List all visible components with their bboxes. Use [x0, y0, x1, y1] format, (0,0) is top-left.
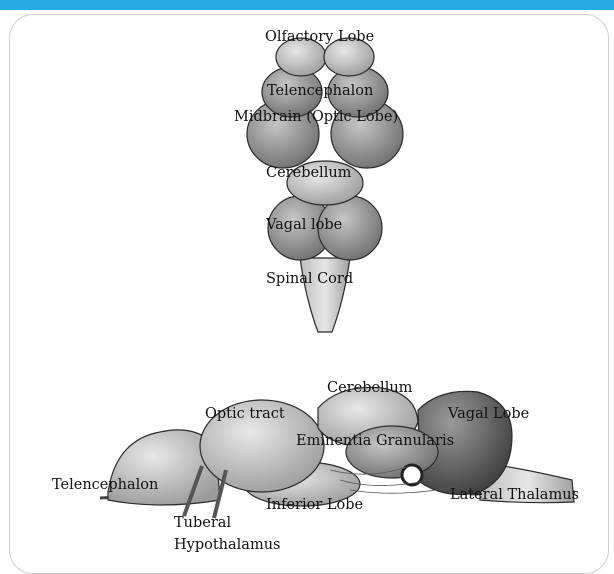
label-tuberal-line1: Tuberal [174, 516, 231, 531]
label-telencephalon-dorsal: Telencephalon [267, 84, 373, 99]
label-lateral-thalamus: Lateral Thalamus [450, 488, 579, 503]
label-vagal-lobe-lateral: Vagal Lobe [448, 407, 529, 422]
label-inferior-lobe: Inferior Lobe [266, 498, 363, 513]
label-spinal-cord: Spinal Cord [266, 272, 353, 287]
label-cerebellum-lateral: Cerebellum [327, 381, 412, 396]
label-cerebellum-dorsal: Cerebellum [266, 166, 351, 181]
label-telencephalon-lateral: Telencephalon [52, 478, 158, 493]
label-midbrain: Midbrain (Optic Lobe) [234, 110, 398, 125]
label-olfactory-lobe: Olfactory Lobe [265, 30, 374, 45]
dorsal-spinal-cord [300, 258, 350, 332]
label-vagal-lobe-dorsal: Vagal lobe [266, 218, 342, 233]
label-tuberal-line2: Hypothalamus [174, 538, 280, 553]
label-optic-tract: Optic tract [205, 407, 285, 422]
label-eminentia-granularis: Eminentia Granularis [296, 434, 454, 449]
